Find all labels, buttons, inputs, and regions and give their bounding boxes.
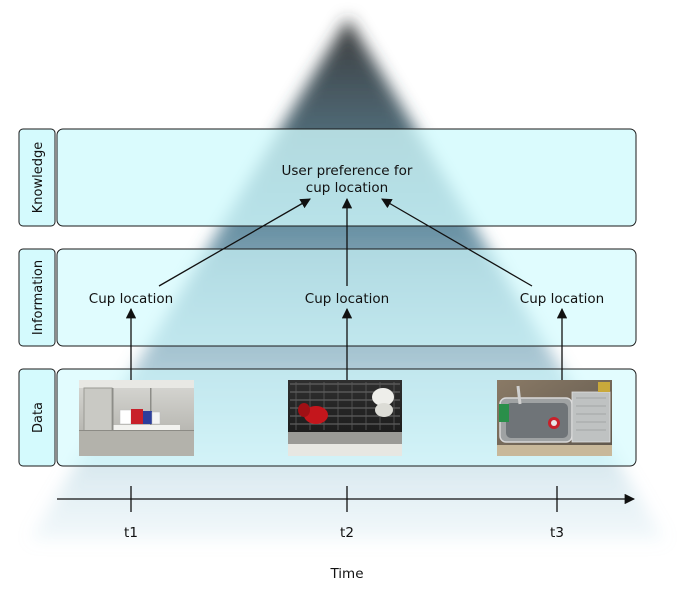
arrow-info-to-knowledge-t1 bbox=[158, 198, 311, 287]
data-label-box bbox=[18, 368, 56, 467]
tick-label-t3: t3 bbox=[550, 525, 564, 541]
knowledge-layer: Knowledge User preference for cup locati… bbox=[18, 128, 637, 227]
data-layer: Data bbox=[18, 368, 637, 467]
sink-photo bbox=[497, 380, 612, 456]
cupboard-photo bbox=[79, 380, 194, 456]
dishwasher-photo bbox=[288, 380, 402, 456]
tick-label-t2: t2 bbox=[340, 525, 354, 541]
information-layer: Information Cup location Cup location Cu… bbox=[18, 248, 637, 347]
arrow-info-to-knowledge-t3 bbox=[381, 198, 533, 287]
knowledge-label-box bbox=[18, 128, 56, 227]
information-label-box bbox=[18, 248, 56, 347]
knowledge-label: Knowledge bbox=[31, 142, 46, 213]
information-text-t2: Cup location bbox=[305, 291, 389, 307]
information-text-t1: Cup location bbox=[89, 291, 173, 307]
data-label: Data bbox=[31, 402, 46, 433]
knowledge-text-line1: User preference for bbox=[282, 163, 413, 179]
tick-label-t1: t1 bbox=[124, 525, 138, 541]
information-text-t3: Cup location bbox=[520, 291, 604, 307]
information-label: Information bbox=[31, 260, 46, 335]
time-axis-label: Time bbox=[329, 566, 363, 582]
time-axis: t1 t2 t3 Time bbox=[57, 486, 636, 582]
knowledge-text-line2: cup location bbox=[306, 180, 388, 196]
